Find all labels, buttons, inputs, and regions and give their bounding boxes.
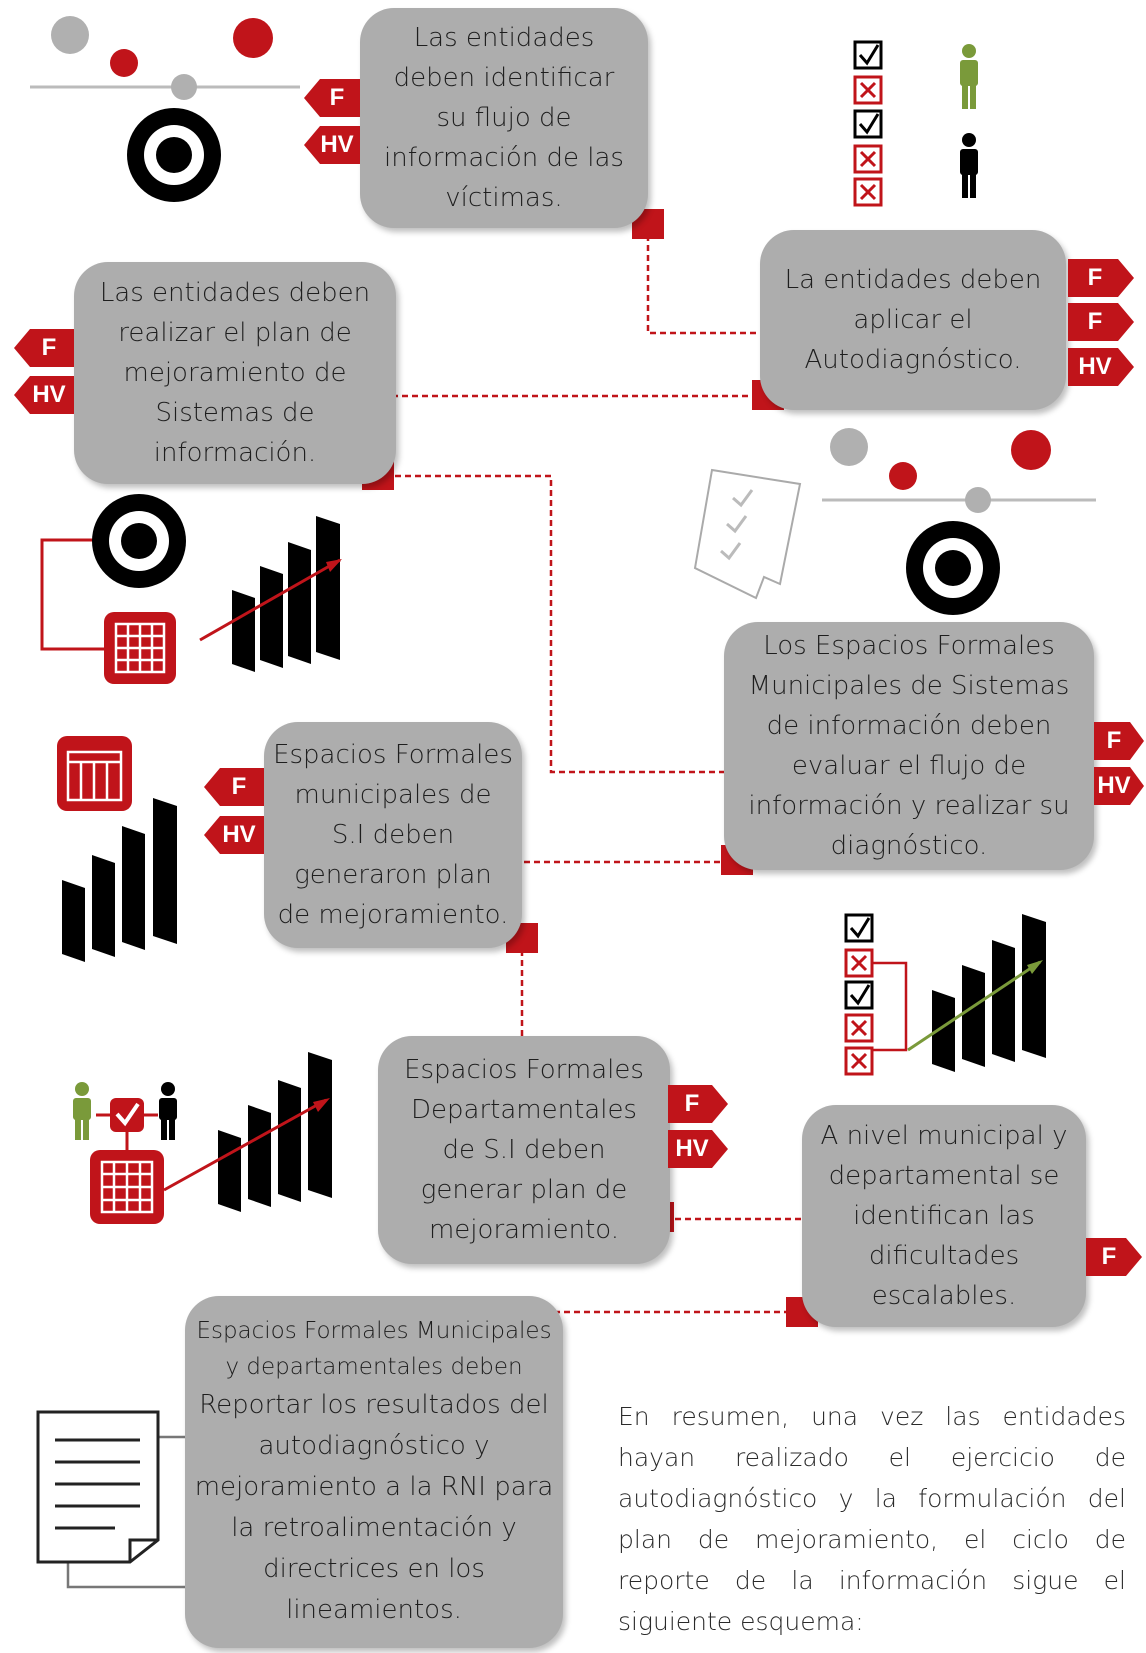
step-box-2: La entidades deben aplicar el Autodiagnó… [760,230,1066,410]
step-3-text: Las entidades deben realizar el plan de … [99,278,371,468]
step-6-text: Espacios Formales Departamentales de S.I… [404,1055,644,1245]
tag-hv: HV [1068,348,1134,386]
checklist-icon-top [853,40,883,207]
tag-hv: HV [668,1130,728,1168]
tag-hv: HV [304,126,360,164]
step-2-text: La entidades deben aplicar el Autodiagnó… [784,265,1042,375]
summary-text: En resumen, una vez las entidades hayan … [618,1402,1126,1636]
step-box-1: Las entidades deben identificar su flujo… [360,8,648,228]
step-box-7: A nivel municipal y departamental se ide… [802,1105,1086,1327]
person-icon-black [960,133,978,198]
tag-f: F [204,768,264,806]
checklist-bars-icon-right [844,913,1046,1076]
connectors [376,225,830,1312]
step-8-header-text: Espacios Formales Municipales y departam… [196,1318,552,1380]
step-5-text: Espacios Formales municipales de S.I deb… [273,740,513,930]
connector-1-2 [646,225,775,333]
connector-3-4 [395,474,745,772]
tag-hv: HV [204,816,264,854]
step-box-3: Las entidades deben realizar el plan de … [74,262,396,484]
document-stack-icon [36,1410,190,1589]
step-7-text: A nivel municipal y departamental se ide… [820,1121,1068,1311]
target-dots-icon-right [822,428,1096,615]
tag-f: F [1086,1238,1142,1276]
tag-f: F [668,1085,728,1123]
step-box-4: Los Espacios Formales Municipales de Sis… [724,622,1094,870]
person-icon-green [960,44,978,109]
target-dots-icon-top [30,16,300,202]
step-box-6: Espacios Formales Departamentales de S.I… [378,1036,670,1264]
step-1-text: Las entidades deben identificar su flujo… [384,23,624,213]
table-bars-icon [57,736,177,962]
target-grid-bars-icon [40,494,342,684]
checked-document-icon [693,468,802,600]
tag-hv: HV [14,376,74,414]
summary-paragraph: En resumen, una vez las entidades hayan … [618,1396,1126,1642]
step-box-5: Espacios Formales municipales de S.I deb… [264,722,522,948]
tag-f: F [304,79,360,117]
tag-hv: HV [1094,767,1144,805]
step-8-text: Reportar los resultados del autodiagnóst… [194,1390,554,1625]
tag-f: F [1068,303,1134,341]
step-box-8: Espacios Formales Municipales y departam… [185,1296,563,1648]
step-4-text: Los Espacios Formales Municipales de Sis… [748,631,1070,861]
people-grid-bars-icon [73,1052,332,1224]
tag-f: F [14,329,74,367]
tag-f: F [1068,259,1134,297]
tag-f: F [1094,722,1144,760]
